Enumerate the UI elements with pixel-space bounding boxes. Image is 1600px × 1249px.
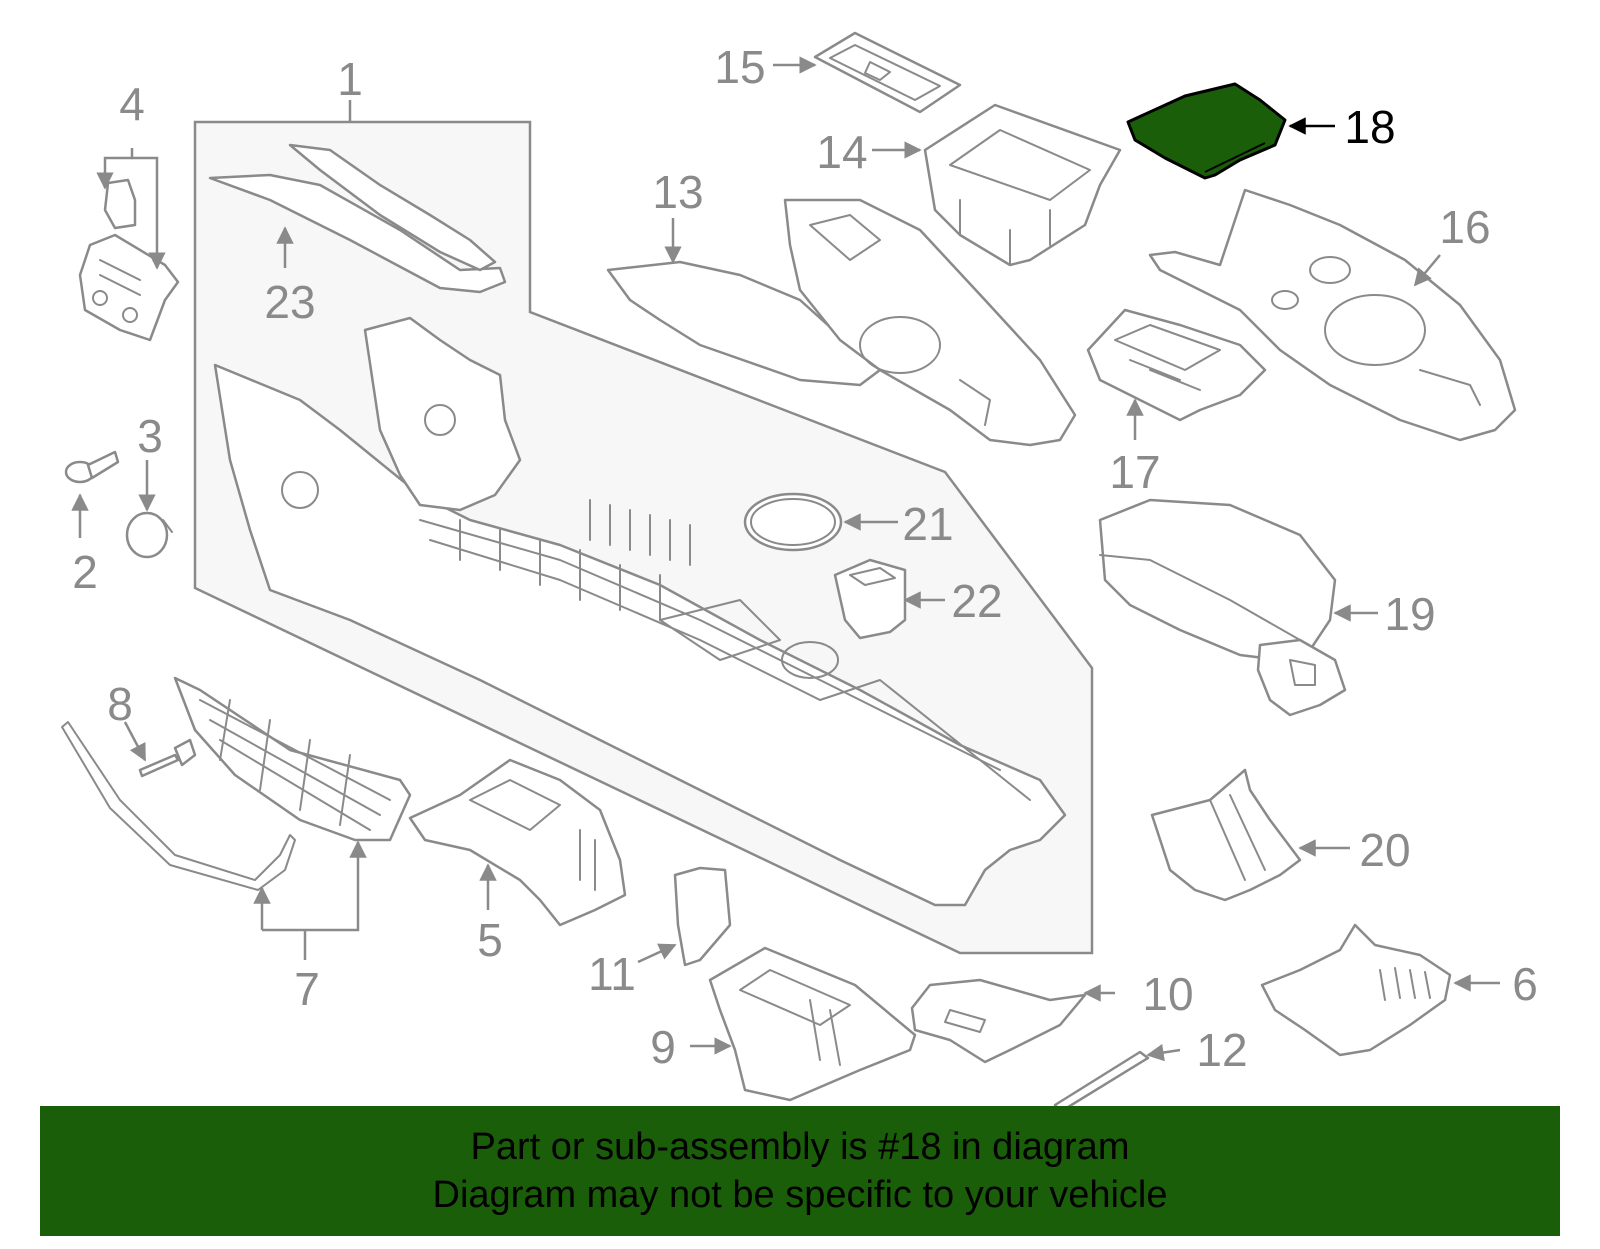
bracket-10 — [910, 978, 1087, 1064]
callout-9: 9 — [650, 1021, 676, 1073]
cap-3 — [125, 511, 173, 559]
callout-1: 1 — [337, 53, 363, 105]
callout-5: 5 — [477, 914, 503, 966]
screw-2 — [64, 450, 120, 484]
bracket-5 — [408, 758, 627, 927]
pin-8 — [138, 738, 197, 778]
bracket-17 — [1086, 308, 1267, 422]
callout-21: 21 — [902, 498, 953, 550]
trim-bezel-16 — [1148, 188, 1517, 442]
center-console-body — [213, 316, 1067, 907]
banner-line-part-number: Part or sub-assembly is #18 in diagram — [470, 1126, 1130, 1168]
tray-9 — [708, 946, 917, 1102]
callout-14: 14 — [816, 126, 867, 178]
bracket-11 — [673, 866, 732, 967]
callout-8: 8 — [107, 678, 133, 730]
cover-plate-15 — [813, 31, 962, 114]
callout-20: 20 — [1359, 824, 1410, 876]
side-trim-13 — [606, 260, 882, 387]
banner-line-disclaimer: Diagram may not be specific to your vehi… — [432, 1174, 1168, 1216]
armrest-19 — [1098, 498, 1347, 717]
callout-7: 7 — [294, 963, 320, 1015]
callout-18: 18 — [1344, 101, 1395, 153]
rail-7 — [61, 721, 296, 891]
trim-strip-23 — [208, 143, 507, 294]
callout-19: 19 — [1384, 588, 1435, 640]
storage-bin-14 — [923, 103, 1122, 267]
callout-10: 10 — [1142, 968, 1193, 1020]
callout-22: 22 — [951, 575, 1002, 627]
console-top-16 — [783, 198, 1077, 447]
callout-11: 11 — [588, 948, 636, 1000]
callout-2: 2 — [72, 546, 98, 598]
storage-net-7 — [173, 676, 412, 842]
callout-13: 13 — [652, 166, 703, 218]
lid-18-highlighted — [1126, 82, 1287, 180]
callout-6: 6 — [1512, 958, 1538, 1010]
clip-22 — [833, 558, 907, 640]
callout-16: 16 — [1439, 201, 1490, 253]
bracket-4 — [78, 178, 180, 342]
module-6 — [1260, 923, 1452, 1057]
panel-20 — [1150, 768, 1302, 902]
strip-12 — [1053, 1050, 1150, 1114]
callout-15: 15 — [714, 41, 765, 93]
callout-3: 3 — [137, 410, 163, 462]
callout-17: 17 — [1109, 446, 1160, 498]
callout-12: 12 — [1196, 1024, 1247, 1076]
leader-lines — [71, 56, 1500, 1062]
callout-4: 4 — [119, 78, 145, 130]
info-banner: Part or sub-assembly is #18 in diagram D… — [40, 1106, 1560, 1236]
callout-23: 23 — [264, 276, 315, 328]
seal-ring-21 — [743, 492, 843, 552]
callout-labels: 1 2 3 4 5 6 7 8 9 10 11 12 13 14 15 16 1… — [72, 41, 1538, 1076]
